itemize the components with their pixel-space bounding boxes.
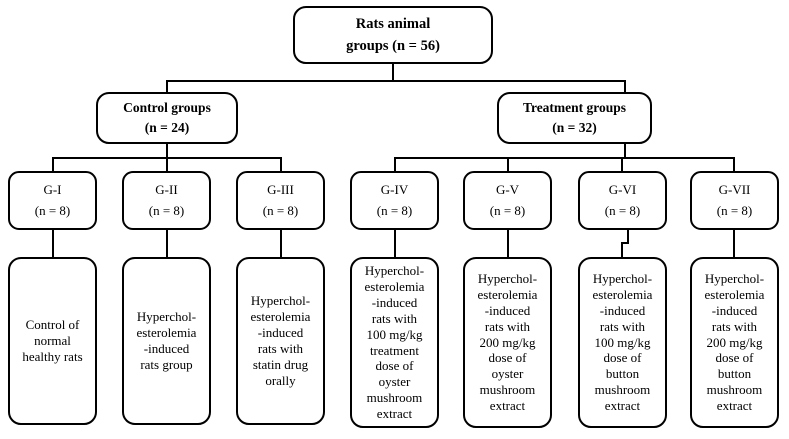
connector-root-stem [392,63,395,81]
control-groups-count: (n = 24) [144,120,190,135]
connector-treatment-drop-4 [394,157,397,172]
connector-treatment-drop-6 [621,157,624,172]
description-text: Hyperchol- esterolemia -induced rats wit… [250,293,311,388]
connector-control-drop-3 [280,157,283,172]
description-text: Hyperchol- esterolemia -induced rats gro… [136,309,197,372]
description-text: Hyperchol- esterolemia -induced rats wit… [592,271,653,413]
connector-group-desc-5 [507,230,510,259]
node-group-g-iii[interactable]: G-III (n = 8) [236,171,325,230]
description-text: Control of normal healthy rats [22,317,83,364]
node-control-groups[interactable]: Control groups (n = 24) [96,92,238,144]
root-line-2: groups (n = 56) [346,38,440,54]
group-count: (n = 8) [489,202,526,218]
connector-group-desc-7 [733,230,736,259]
connector-treatment-drop-5 [507,157,510,172]
node-description-g-iv[interactable]: Hyperchol- esterolemia -induced rats wit… [350,257,439,428]
description-text: Hyperchol- esterolemia -induced rats wit… [477,271,538,413]
group-count: (n = 8) [604,202,641,218]
group-label: G-II [155,181,178,197]
connector-control-stem [166,143,169,159]
connector-treatment-bar [394,157,734,160]
treatment-groups-count: (n = 32) [552,120,597,135]
connector-group-desc-6a [627,230,630,244]
connector-treatment-drop-7 [733,157,736,172]
node-treatment-groups[interactable]: Treatment groups (n = 32) [497,92,652,144]
connector-control-drop-2 [166,157,169,172]
connector-treatment-stem [624,143,627,159]
group-count: (n = 8) [262,202,299,218]
node-description-g-iii[interactable]: Hyperchol- esterolemia -induced rats wit… [236,257,325,425]
node-group-g-vi[interactable]: G-VI (n = 8) [578,171,667,230]
connector-group-desc-2 [166,230,169,259]
root-line-1: Rats animal [355,15,431,32]
node-root[interactable]: Rats animal groups (n = 56) [293,6,493,64]
group-count: (n = 8) [148,202,185,218]
node-description-g-vi[interactable]: Hyperchol- esterolemia -induced rats wit… [578,257,667,428]
connector-to-control [166,80,169,93]
treatment-groups-label: Treatment groups [522,99,627,115]
connector-group-desc-1 [52,230,55,259]
group-count: (n = 8) [34,202,71,218]
group-label: G-IV [380,181,409,197]
description-text: Hyperchol- esterolemia -induced rats wit… [364,263,425,421]
node-description-g-v[interactable]: Hyperchol- esterolemia -induced rats wit… [463,257,552,428]
node-description-g-i[interactable]: Control of normal healthy rats [8,257,97,425]
control-groups-label: Control groups [123,99,211,115]
group-label: G-VI [608,181,637,197]
group-label: G-VII [718,181,751,197]
node-group-g-vii[interactable]: G-VII (n = 8) [690,171,779,230]
connector-to-treatment [624,80,627,93]
connector-group-desc-4 [394,230,397,259]
node-group-g-v[interactable]: G-V (n = 8) [463,171,552,230]
group-label: G-V [495,181,520,197]
description-text: Hyperchol- esterolemia -induced rats wit… [704,271,765,413]
node-description-g-vii[interactable]: Hyperchol- esterolemia -induced rats wit… [690,257,779,428]
connector-group-desc-6c [621,242,624,259]
node-group-g-ii[interactable]: G-II (n = 8) [122,171,211,230]
connector-root-bar [166,80,626,83]
group-count: (n = 8) [716,202,753,218]
group-count: (n = 8) [376,202,413,218]
group-label: G-I [43,181,62,197]
node-description-g-ii[interactable]: Hyperchol- esterolemia -induced rats gro… [122,257,211,425]
group-label: G-III [267,181,294,197]
connector-group-desc-6b [621,242,629,245]
connector-control-drop-1 [52,157,55,172]
node-group-g-i[interactable]: G-I (n = 8) [8,171,97,230]
node-group-g-iv[interactable]: G-IV (n = 8) [350,171,439,230]
connector-group-desc-3 [280,230,283,259]
